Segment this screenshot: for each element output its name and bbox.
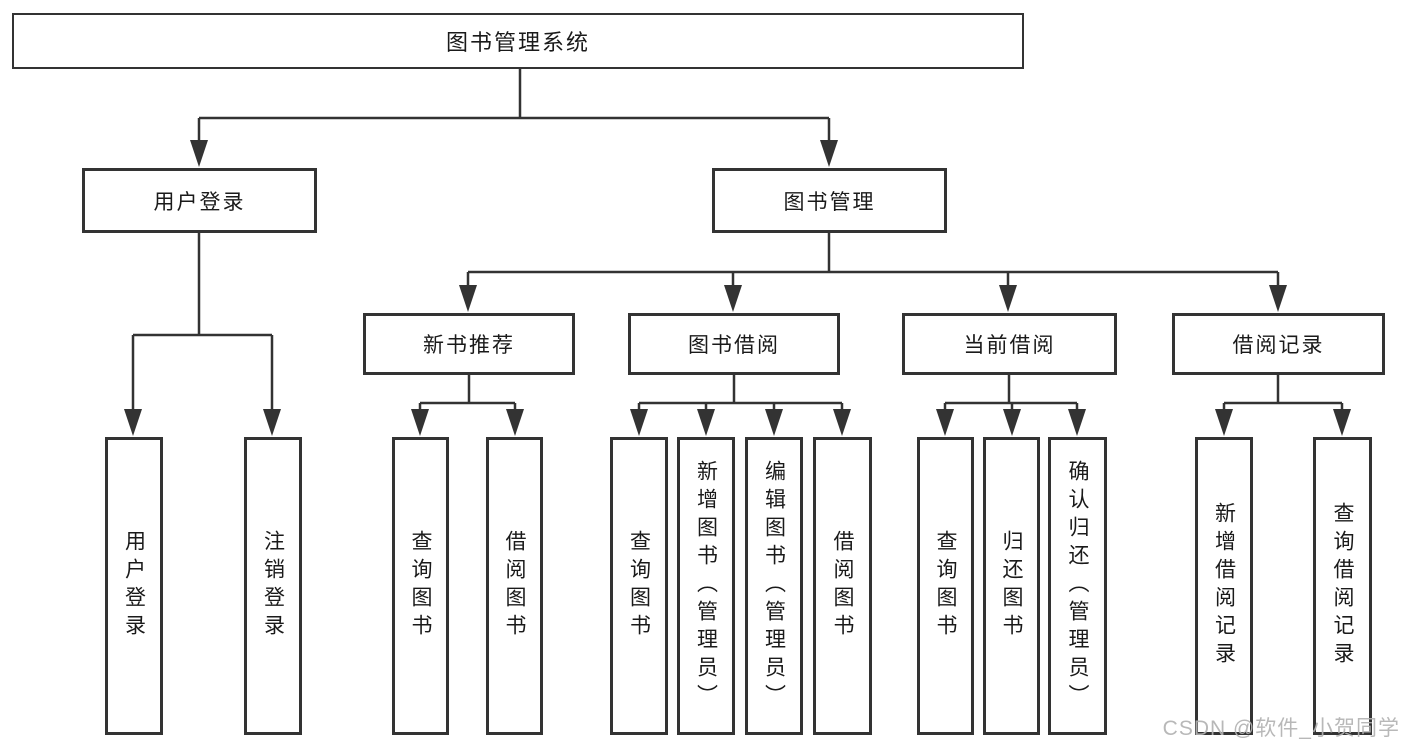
leaf-query-borrow-record: 查询借阅记录 <box>1313 437 1372 735</box>
arrowheads <box>124 140 1351 436</box>
leaf-query-books-current: 查询图书 <box>917 437 974 735</box>
node-library-management-system: 图书管理系统 <box>12 13 1024 69</box>
node-book-management-branch: 图书管理 <box>712 168 947 233</box>
leaf-query-books-recommend: 查询图书 <box>392 437 449 735</box>
node-user-login-branch: 用户登录 <box>82 168 317 233</box>
leaf-borrow-books-recommend: 借阅图书 <box>486 437 543 735</box>
csdn-watermark: CSDN @软件_小贺同学 <box>1162 717 1400 740</box>
leaf-query-books-borrowing: 查询图书 <box>610 437 668 735</box>
leaf-logout: 注销登录 <box>244 437 302 735</box>
leaf-confirm-return-admin: 确认归还（管理员） <box>1048 437 1107 735</box>
node-new-book-recommend: 新书推荐 <box>363 313 575 375</box>
node-book-borrowing: 图书借阅 <box>628 313 840 375</box>
node-current-borrowing: 当前借阅 <box>902 313 1117 375</box>
leaf-return-books: 归还图书 <box>983 437 1040 735</box>
leaf-edit-books-admin: 编辑图书（管理员） <box>745 437 803 735</box>
leaf-user-login: 用户登录 <box>105 437 163 735</box>
node-borrowing-records: 借阅记录 <box>1172 313 1385 375</box>
leaf-add-books-admin: 新增图书（管理员） <box>677 437 735 735</box>
leaf-add-borrow-record: 新增借阅记录 <box>1195 437 1253 735</box>
leaf-borrow-books: 借阅图书 <box>813 437 872 735</box>
